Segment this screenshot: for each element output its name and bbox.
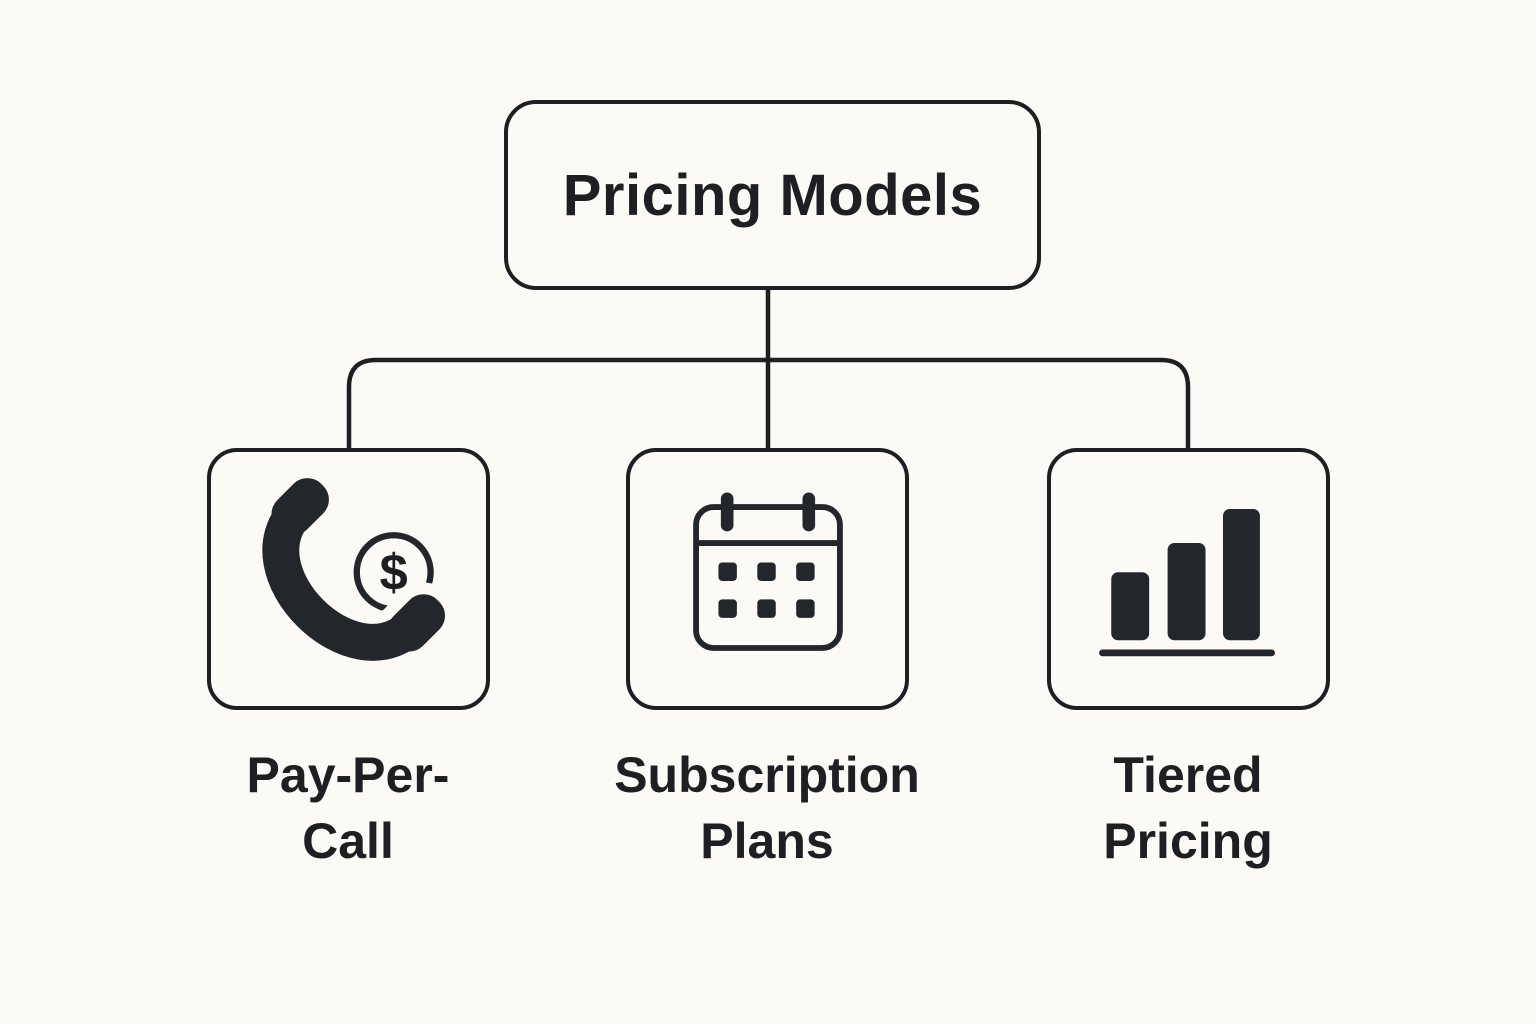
phone-dollar-icon: $ <box>250 466 457 673</box>
node-pay-per-call: $ <box>207 448 490 710</box>
node-subscription-plans <box>626 448 909 710</box>
connector-right-branch <box>765 357 1191 453</box>
label-line: Call <box>302 813 394 869</box>
connector-left-branch <box>346 357 771 453</box>
bar-chart-bars <box>1111 509 1260 641</box>
label-tiered-pricing: Tiered Pricing <box>978 742 1398 874</box>
bar-chart-icon <box>1099 509 1275 657</box>
label-line: Plans <box>700 813 834 869</box>
node-pricing-models: Pricing Models <box>504 100 1041 290</box>
phone-handset <box>262 478 446 661</box>
label-line: Subscription <box>614 747 920 803</box>
node-tiered-pricing <box>1047 448 1330 710</box>
calendar-day-cells <box>718 562 815 618</box>
calendar-icon <box>693 492 843 651</box>
label-pay-per-call: Pay-Per- Call <box>138 742 558 874</box>
label-line: Tiered <box>1113 747 1263 803</box>
label-line: Pay-Per- <box>246 747 450 803</box>
label-subscription-plans: Subscription Plans <box>557 742 977 874</box>
dollar-sign: $ <box>380 544 408 601</box>
label-line: Pricing <box>1103 813 1273 869</box>
root-label: Pricing Models <box>562 162 983 228</box>
